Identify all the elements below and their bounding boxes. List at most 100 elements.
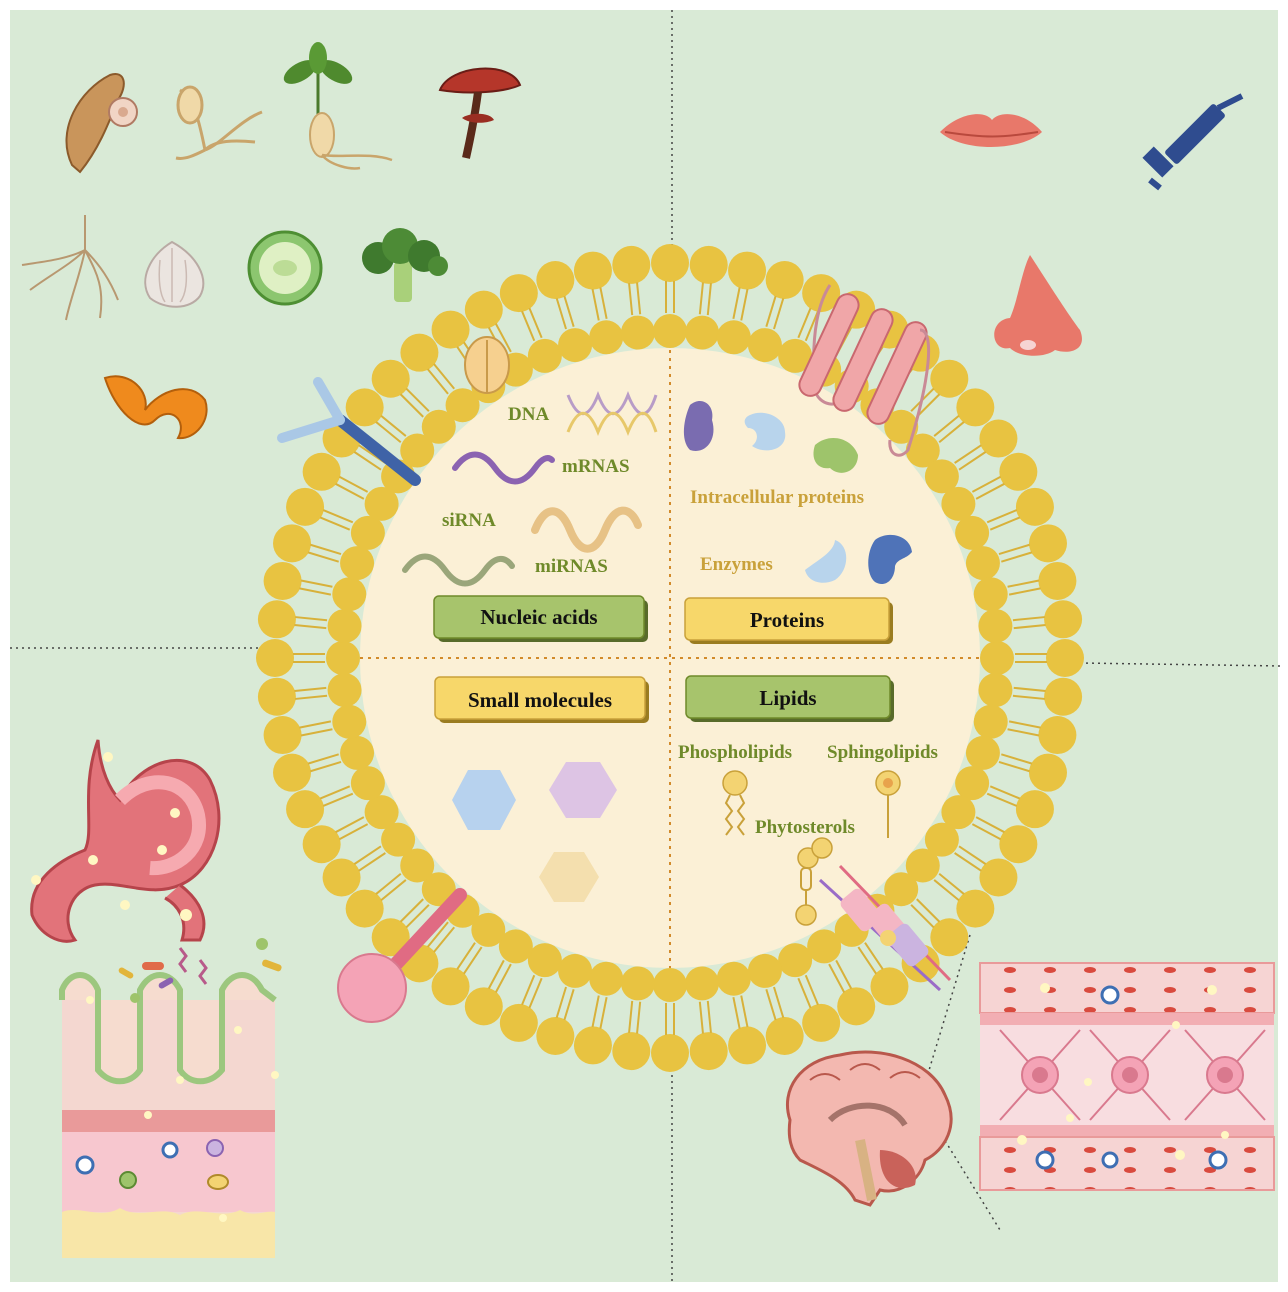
lipid-head-inner — [685, 966, 719, 1000]
lipid-head-outer — [728, 1026, 766, 1064]
sirna-label: siRNA — [442, 510, 496, 531]
lipid-head-inner — [653, 314, 687, 348]
lipid-head-inner — [589, 320, 623, 354]
lipid-head-outer — [728, 252, 766, 290]
lipid-head-outer — [1016, 488, 1054, 526]
lipid-head-outer — [766, 261, 804, 299]
lipid-head-outer — [264, 716, 302, 754]
lipid-head-outer — [1029, 524, 1067, 562]
lipid-head-inner — [558, 954, 592, 988]
lipid-head-outer — [273, 754, 311, 792]
lipid-head-outer — [1029, 754, 1067, 792]
lipid-head-outer — [1016, 790, 1054, 828]
lipid-head-outer — [465, 987, 503, 1025]
lipid-head-outer — [1038, 716, 1076, 754]
lipid-head-inner — [351, 766, 385, 800]
lipid-head-outer — [930, 360, 968, 398]
lipid-head-outer — [303, 453, 341, 491]
lipid-head-outer — [651, 244, 689, 282]
lipid-head-inner — [778, 943, 812, 977]
lipid-head-inner — [807, 929, 841, 963]
lipid-head-outer — [837, 987, 875, 1025]
small-molecules-title: Small molecules — [468, 688, 612, 712]
mrna-label: mRNAS — [562, 456, 630, 477]
lipid-head-inner — [558, 328, 592, 362]
lipid-head-inner — [685, 316, 719, 350]
lipid-head-outer — [690, 246, 728, 284]
lipid-head-inner — [978, 609, 1012, 643]
lipid-head-inner — [717, 962, 751, 996]
intestine-tissue-icon — [62, 975, 279, 1258]
lipid-head-outer — [956, 388, 994, 426]
lipids-box: Lipids — [686, 676, 894, 722]
lipid-head-outer — [536, 1017, 574, 1055]
lipid-head-inner — [621, 316, 655, 350]
lipid-head-outer — [346, 890, 384, 928]
proteins-title: Proteins — [750, 608, 824, 632]
lipid-head-outer — [690, 1032, 728, 1070]
lipid-head-outer — [574, 252, 612, 290]
nucleic-acids-box: Nucleic acids — [434, 596, 648, 642]
mirna-label: miRNAS — [535, 556, 608, 577]
dna-label: DNA — [508, 404, 549, 425]
lipid-head-outer — [500, 1004, 538, 1042]
lipid-head-outer — [1046, 639, 1084, 677]
intracellular-proteins-label: Intracellular proteins — [690, 487, 864, 508]
lipid-head-inner — [528, 943, 562, 977]
lipids-title: Lipids — [759, 686, 816, 710]
lipid-head-inner — [528, 339, 562, 373]
sphingolipids-label: Sphingolipids — [827, 742, 938, 763]
lipid-head-inner — [748, 328, 782, 362]
lipid-head-inner — [589, 962, 623, 996]
lipid-head-outer — [258, 600, 296, 638]
lipid-head-outer — [574, 1026, 612, 1064]
lipid-head-outer — [956, 890, 994, 928]
lipid-head-inner — [978, 673, 1012, 707]
lipid-head-outer — [612, 1032, 650, 1070]
lipid-head-inner — [351, 516, 385, 550]
cucumber-slice-icon — [249, 232, 321, 304]
small-molecules-box: Small molecules — [435, 677, 649, 723]
lipid-head-outer — [766, 1017, 804, 1055]
proteins-box: Proteins — [685, 598, 893, 644]
lipid-head-outer — [536, 261, 574, 299]
lipid-head-outer — [465, 291, 503, 329]
lipid-head-outer — [346, 388, 384, 426]
lipid-head-inner — [966, 546, 1000, 580]
lipid-head-inner — [966, 736, 1000, 770]
lipid-head-inner — [980, 641, 1014, 675]
lipid-head-outer — [802, 1004, 840, 1042]
lipid-head-inner — [340, 736, 374, 770]
lipid-head-inner — [748, 954, 782, 988]
lipid-head-outer — [1044, 678, 1082, 716]
lipid-head-inner — [340, 546, 374, 580]
phytosterols-label: Phytosterols — [755, 817, 855, 838]
lipid-head-outer — [930, 918, 968, 956]
lipid-head-outer — [999, 825, 1037, 863]
lipid-head-inner — [328, 673, 362, 707]
lipid-head-inner — [941, 487, 975, 521]
lipid-head-inner — [332, 577, 366, 611]
lipid-head-outer — [500, 274, 538, 312]
lipid-head-outer — [400, 334, 438, 372]
lipid-head-inner — [974, 577, 1008, 611]
lipid-head-inner — [621, 966, 655, 1000]
lipid-head-outer — [612, 246, 650, 284]
lipid-head-outer — [651, 1034, 689, 1072]
lipid-head-outer — [1044, 600, 1082, 638]
lipid-head-outer — [286, 488, 324, 526]
lipid-head-outer — [264, 562, 302, 600]
lipid-head-outer — [1038, 562, 1076, 600]
lipid-head-outer — [256, 639, 294, 677]
lipid-head-inner — [328, 609, 362, 643]
nucleic-acids-title: Nucleic acids — [480, 605, 597, 629]
lipid-head-inner — [653, 968, 687, 1002]
lipid-head-outer — [372, 360, 410, 398]
lipid-head-inner — [955, 766, 989, 800]
lipid-head-outer — [999, 453, 1037, 491]
seed-icon — [465, 337, 509, 393]
enzymes-label: Enzymes — [700, 554, 773, 575]
lipid-head-inner — [326, 641, 360, 675]
lipid-head-inner — [332, 705, 366, 739]
